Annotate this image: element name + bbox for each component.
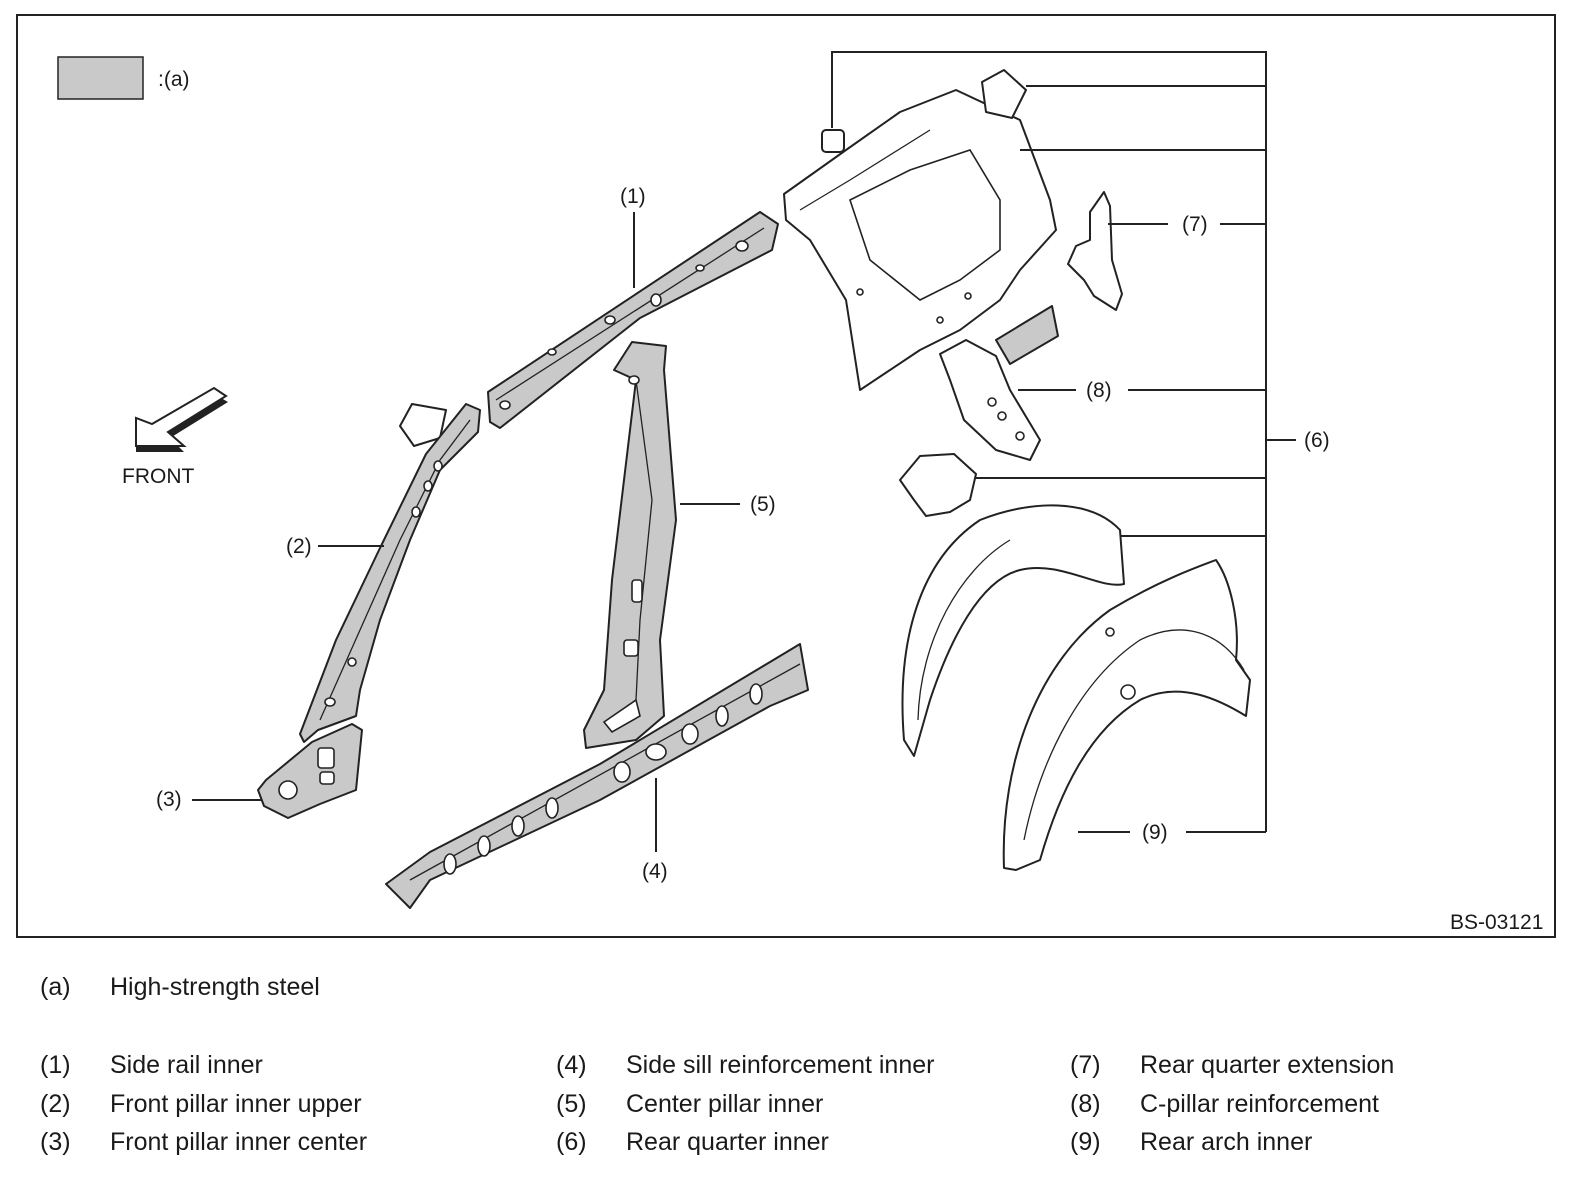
callout-4: (4) [642, 860, 668, 883]
legend-item-num: (7) [1070, 1051, 1101, 1079]
part-2-front-pillar-inner-upper [299, 403, 481, 743]
diagram-frame [16, 14, 1556, 938]
legend-item-text: Side rail inner [110, 1051, 263, 1079]
swatch-label: :(a) [158, 68, 190, 91]
legend-item-text: Rear quarter inner [626, 1128, 829, 1156]
callout-9: (9) [1142, 821, 1168, 844]
legend-item-num: (5) [556, 1090, 587, 1118]
legend-item-text: Center pillar inner [626, 1090, 824, 1118]
legend-item-num: (1) [40, 1051, 71, 1079]
callout-7: (7) [1182, 213, 1208, 236]
parts-diagram: :(a) FRONT (1) (2) (3) [16, 14, 1556, 938]
legend-item-num: (8) [1070, 1090, 1101, 1118]
legend-item-text: Rear quarter extension [1140, 1051, 1395, 1079]
legend-item-text: C-pillar reinforcement [1140, 1090, 1379, 1118]
part-7-rear-quarter-extension [1067, 191, 1123, 311]
legend-item-text: Front pillar inner upper [110, 1090, 362, 1118]
part-6-rear-quarter-inner [783, 69, 1057, 391]
high-strength-swatch [57, 56, 144, 100]
legend-item-num: (2) [40, 1090, 71, 1118]
part-8-c-pillar-reinforcement [939, 305, 1059, 461]
callout-6: (6) [1304, 429, 1330, 452]
legend-item-text: Side sill reinforcement inner [626, 1051, 935, 1079]
legend-item-num: (4) [556, 1051, 587, 1079]
legend-item-num: (6) [556, 1128, 587, 1156]
part-6-wheelhouse-upper [901, 504, 1125, 757]
part-6-bracket [899, 453, 977, 517]
part-3-front-pillar-inner-center [257, 723, 363, 819]
part-9-rear-arch-inner [1002, 559, 1251, 871]
part-4-side-sill-reinforcement-inner [385, 643, 809, 909]
legend-a-num: (a) [40, 973, 71, 1001]
legend-a-text: High-strength steel [110, 973, 320, 1001]
legend-item-text: Front pillar inner center [110, 1128, 368, 1156]
legend-item-num: (9) [1070, 1128, 1101, 1156]
reference-code: BS-03121 [1450, 911, 1543, 934]
front-label: FRONT [122, 465, 194, 488]
callout-2: (2) [286, 535, 312, 558]
callout-1: (1) [620, 185, 646, 208]
front-arrow-icon [135, 386, 228, 452]
legend-item-num: (3) [40, 1128, 71, 1156]
legend-item-text: Rear arch inner [1140, 1128, 1313, 1156]
part-5-center-pillar-inner [583, 341, 677, 749]
part-1-side-rail-inner [487, 211, 779, 429]
callout-8: (8) [1086, 379, 1112, 402]
callout-3: (3) [156, 788, 182, 811]
callout-5: (5) [750, 493, 776, 516]
